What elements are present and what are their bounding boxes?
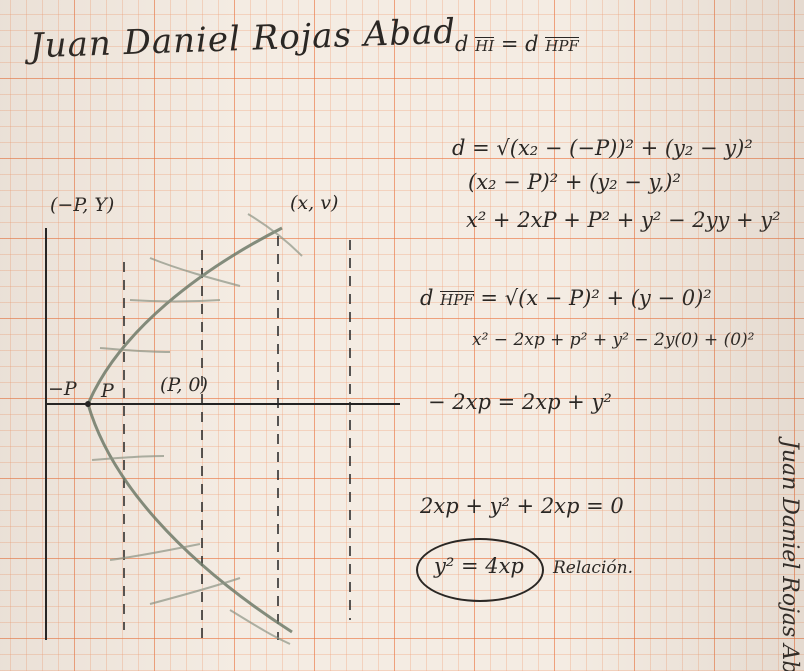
deriv1-line3: x² + 2xP + P² + y² − 2yy + y² <box>466 208 781 232</box>
parabola-curve <box>86 226 293 634</box>
label-point-curve: (x, v) <box>290 192 339 214</box>
label-focus: (P, 0) <box>160 374 208 396</box>
label-point-left: (−P, Y) <box>50 194 115 216</box>
deriv2-line1: d HPF = √(x − P)² + (y − 0)² <box>420 286 712 310</box>
label-p: P <box>101 380 114 402</box>
deriv1-line1: d = √(x₂ − (−P))² + (y₂ − y)² <box>452 136 753 160</box>
deriv2-line3: − 2xp = 2xp + y² <box>428 390 612 414</box>
result-note: Relación. <box>553 558 633 578</box>
deriv2-line2: x² − 2xp + p² + y² − 2y(0) + (0)² <box>472 330 755 350</box>
distance-equation: d HI = d HPF <box>455 32 579 56</box>
deriv2-line4: 2xp + y² + 2xp = 0 <box>420 494 624 518</box>
label-neg-p: −P <box>48 378 77 400</box>
result-equation: y² = 4xp <box>434 554 524 578</box>
construction-arcs <box>91 213 303 645</box>
vertex-point <box>85 401 91 407</box>
margin-name: Juan Daniel Rojas Abad <box>777 440 802 671</box>
result-circle <box>416 538 544 602</box>
deriv1-line2: (x₂ − P)² + (y₂ − y,)² <box>468 170 681 194</box>
